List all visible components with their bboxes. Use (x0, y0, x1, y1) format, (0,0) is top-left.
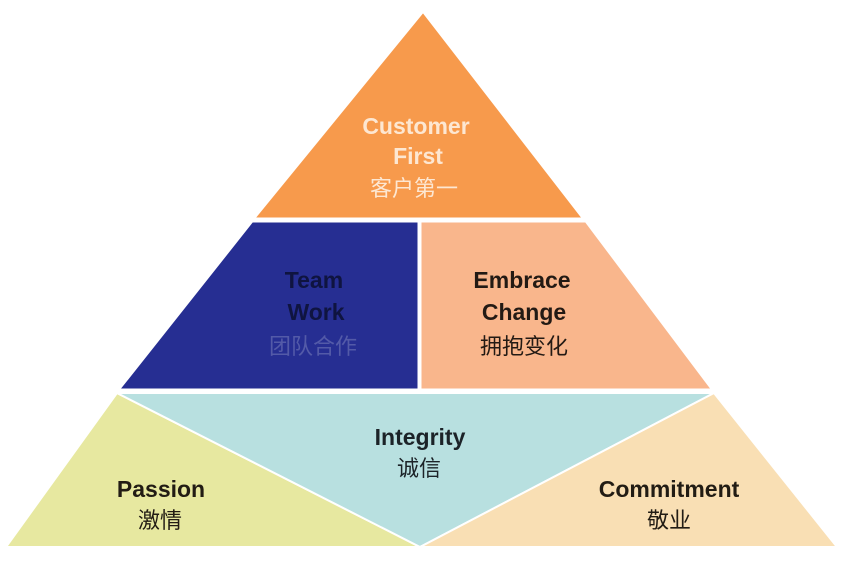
label-commitment-cn: 敬业 (647, 509, 691, 534)
label-customer-first-cn: 客户第一 (370, 177, 458, 202)
label-commitment: Commitment (599, 476, 740, 502)
label-first: First (393, 143, 443, 169)
label-passion: Passion (117, 476, 205, 502)
label-passion-cn: 激情 (138, 509, 182, 534)
tier-mid-team-work (114, 219, 421, 392)
label-team: Team (285, 267, 343, 293)
label-integrity-cn: 诚信 (397, 457, 441, 482)
tier-top-customer-first (249, 8, 588, 221)
tier-mid-embrace-change (418, 219, 717, 392)
tier-bottom-commitment (419, 391, 840, 548)
label-embrace-change-cn: 拥抱变化 (480, 335, 568, 360)
label-change: Change (482, 299, 566, 325)
label-work: Work (287, 299, 344, 325)
label-integrity: Integrity (375, 424, 466, 450)
label-team-work-cn: 团队合作 (269, 335, 357, 360)
label-customer: Customer (362, 113, 469, 139)
label-embrace: Embrace (473, 267, 570, 293)
